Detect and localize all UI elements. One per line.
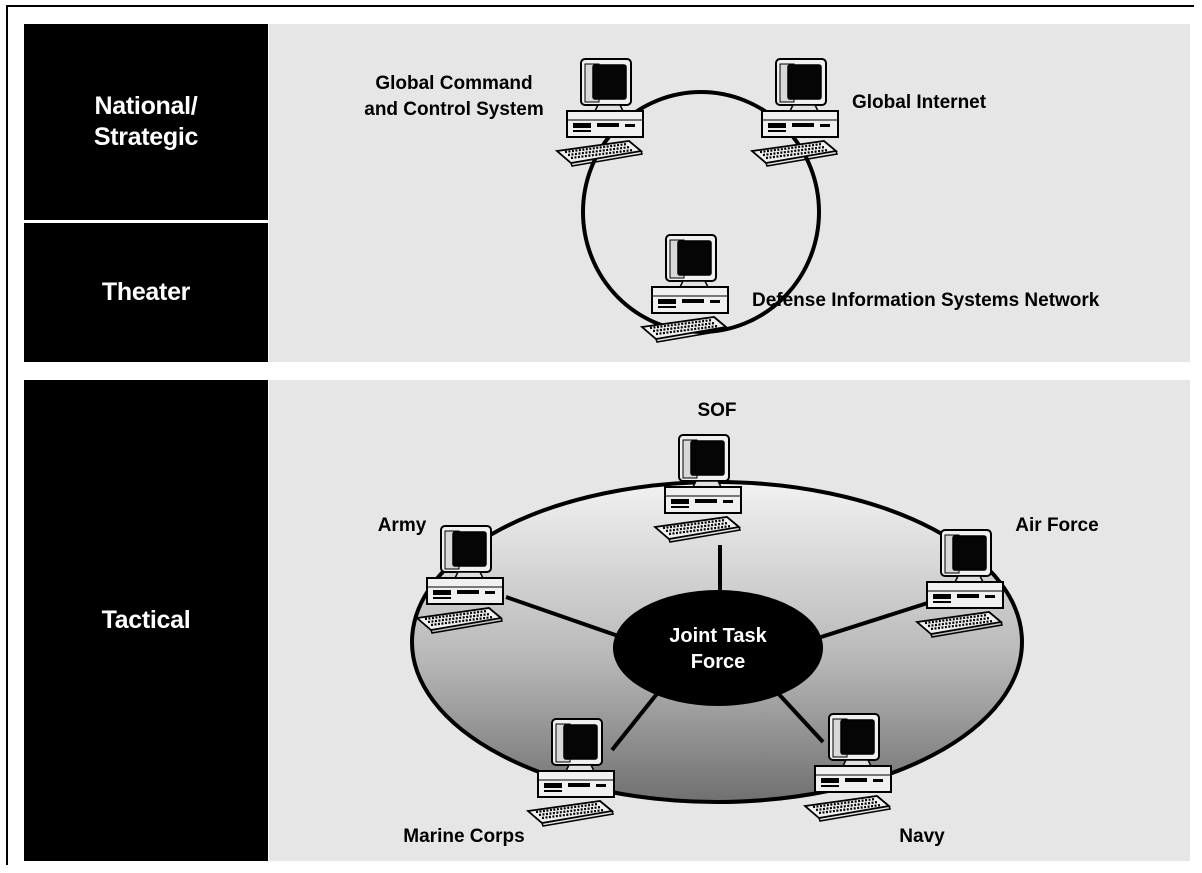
hub-label-line2: Force (691, 651, 745, 673)
node-label-gccs-line1: Global Command (375, 73, 532, 94)
node-label-sof: SOF (697, 400, 736, 421)
joint-task-force-hub (613, 590, 823, 706)
node-label-gccs-line2: and Control System (364, 99, 543, 120)
level-divider (24, 220, 268, 223)
computer-sof-icon (653, 433, 743, 544)
diagram-frame (6, 5, 1194, 865)
level-label-national-strategic: National/ Strategic (24, 24, 268, 220)
node-label-air-force: Air Force (1015, 515, 1098, 536)
level-label-theater: Theater (24, 223, 268, 362)
computer-global-internet-icon (750, 57, 840, 168)
node-label-global-internet: Global Internet (852, 92, 987, 113)
hub-spokes (505, 545, 938, 752)
node-label-marine-corps: Marine Corps (403, 826, 524, 847)
node-label-disn: Defense Information Systems Network (752, 290, 1100, 311)
spoke-marine-corps (610, 688, 662, 752)
level-label-tactical: Tactical (24, 380, 268, 861)
spoke-navy (773, 688, 825, 744)
computer-disn-icon (640, 233, 730, 344)
spoke-army (505, 595, 625, 640)
node-label-army: Army (378, 515, 427, 536)
computer-gccs-icon (555, 57, 645, 168)
computer-army-icon (415, 524, 505, 635)
upper-panel (269, 24, 1190, 362)
hub-label-line1: Joint Task (669, 625, 767, 647)
spoke-air-force (817, 598, 938, 640)
node-label-navy: Navy (899, 826, 945, 847)
